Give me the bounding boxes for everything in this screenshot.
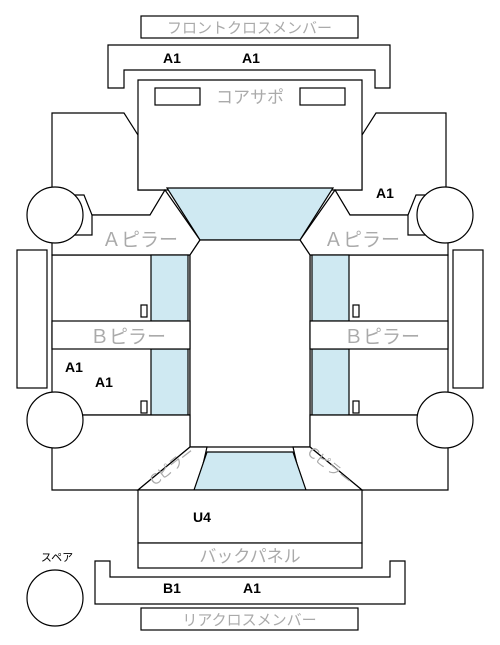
b-pillar-left-label: Ｂピラー (90, 326, 166, 348)
a-pillar-right-label: Ａピラー (324, 229, 400, 251)
back-panel-label: バックパネル (199, 547, 300, 567)
back-panel (137, 542, 363, 569)
core-support-label: コアサポ (216, 88, 284, 108)
core-support-left-slot (154, 87, 201, 106)
spare-tire (26, 569, 84, 627)
front-cross-member-label-box (140, 15, 359, 39)
rear-left-wheel (26, 391, 84, 449)
right-side-sill (452, 249, 484, 389)
damage-code-rear-cross-right: A1 (243, 580, 261, 596)
left-rear-door-handle (140, 400, 148, 414)
right-rear-window (311, 348, 350, 416)
damage-code-rear-cross-left: B1 (163, 580, 181, 596)
trunk-lid (137, 489, 363, 544)
front-right-wheel (416, 186, 474, 244)
front-left-wheel (26, 186, 84, 244)
a-pillar-left-label: Ａピラー (102, 229, 178, 251)
b-pillar-right-panel (309, 320, 449, 350)
left-rear-window (150, 348, 189, 416)
front-cross-member (107, 44, 391, 89)
damage-code-front-cross-right: A1 (242, 50, 260, 66)
rear-cross-member-label: リアクロスメンバー (182, 611, 316, 629)
right-rear-door-handle (352, 400, 360, 414)
rear-window (193, 451, 307, 491)
left-front-door-handle (140, 304, 148, 318)
right-front-window (311, 254, 350, 322)
spare-tire-label: スペア (41, 551, 73, 564)
rear-right-wheel (416, 391, 474, 449)
core-support (137, 79, 363, 191)
b-pillar-right-label: Ｂピラー (344, 326, 420, 348)
left-side-sill (16, 249, 48, 389)
right-front-door-handle (352, 304, 360, 318)
rear-cross-member (94, 560, 406, 605)
damage-code-trunk: U4 (193, 509, 211, 525)
left-front-window (150, 254, 189, 322)
damage-code-right-a-area: A1 (376, 185, 394, 201)
core-support-right-slot (299, 87, 346, 106)
roof-panel (189, 239, 311, 448)
damage-code-left-rear-2: A1 (95, 374, 113, 390)
damage-code-front-cross-left: A1 (163, 50, 181, 66)
rear-cross-member-label-box (140, 607, 359, 631)
front-cross-member-label: フロントクロスメンバー (167, 19, 332, 37)
damage-code-left-rear-1: A1 (65, 359, 83, 375)
b-pillar-left-panel (51, 320, 191, 350)
